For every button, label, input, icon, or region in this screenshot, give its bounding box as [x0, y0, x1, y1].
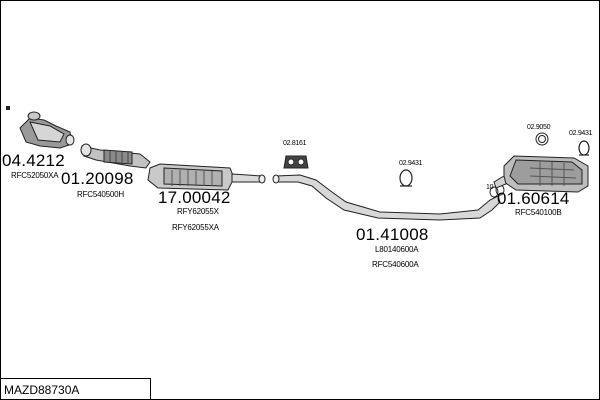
front-pipe-part[interactable] — [80, 143, 151, 169]
marker-square — [6, 106, 10, 110]
reference-box: MAZD88730A — [0, 378, 151, 400]
part-number-label[interactable]: 01.60614 — [497, 189, 570, 208]
oe-code-label: RFC540100B — [515, 208, 562, 217]
part-number-label[interactable]: 17.00042 — [158, 188, 231, 207]
particulate-filter-part[interactable] — [147, 163, 266, 191]
part-number-label[interactable]: 02.9431 — [399, 160, 423, 167]
rear-muffler-part[interactable] — [493, 155, 589, 193]
clamp-part-1[interactable] — [399, 169, 413, 187]
part-number-label[interactable]: 02.9431 — [569, 130, 593, 137]
part-number-label[interactable]: 01.41008 — [356, 225, 429, 244]
rubber-mount-part-1[interactable] — [283, 155, 309, 169]
part-number-label[interactable]: 02.8161 — [283, 140, 307, 147]
intermediate-pipe-part[interactable] — [272, 174, 501, 221]
clamp-part-3[interactable] — [578, 140, 590, 156]
part-number-label[interactable]: 02.9050 — [527, 124, 551, 131]
catalytic-converter-part[interactable] — [19, 111, 75, 149]
part-number-label[interactable]: 01.20098 — [61, 169, 134, 188]
oe-code-label: L80140600A — [375, 245, 419, 254]
oe-code-label: RFC52050XA — [11, 171, 59, 180]
oe-code-label: RFY62055XA — [172, 223, 219, 232]
oe-code-label: RFY62055X — [177, 207, 219, 216]
oe-code-label: RFC540600A — [372, 260, 419, 269]
part-number-label[interactable]: 04.4212 — [2, 151, 65, 170]
reference-code: MAZD88730A — [4, 383, 80, 397]
rubber-ring-part[interactable] — [535, 132, 549, 146]
callout-number: 10 — [486, 184, 494, 191]
oe-code-label: RFC540500H — [77, 190, 124, 199]
